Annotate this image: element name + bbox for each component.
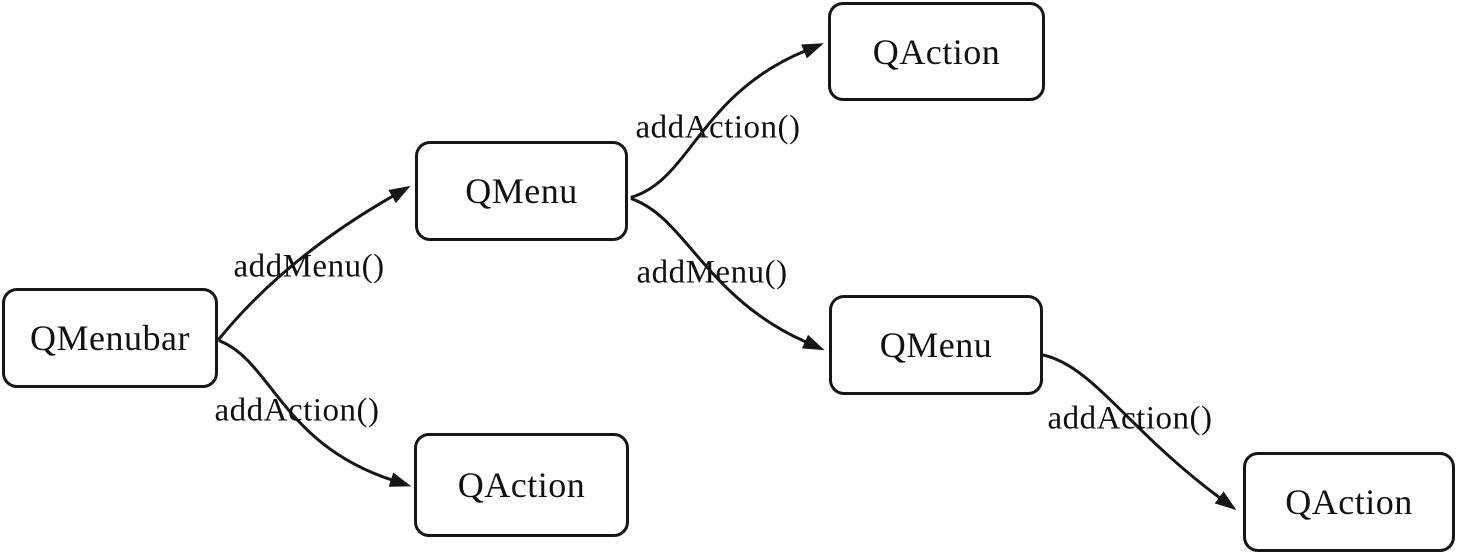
- node-qaction-bottom-right: QAction: [1243, 452, 1455, 552]
- node-qmenubar: QMenubar: [2, 288, 218, 388]
- node-label-qaction-top: QAction: [872, 31, 1001, 72]
- edge-label-menubar-addmenu: addMenu(): [233, 248, 385, 285]
- edge-label-menubar-addaction: addAction(): [214, 392, 380, 429]
- node-label-qmenubar: QMenubar: [30, 318, 190, 358]
- edge-label-menu1-addmenu: addMenu(): [636, 254, 788, 291]
- node-label-qmenu-1: QMenu: [465, 171, 578, 211]
- node-label-qaction-bottom-right: QAction: [1285, 482, 1413, 522]
- node-qmenu-1: QMenu: [415, 141, 628, 241]
- edge-arrow-menubar-addaction: [218, 339, 412, 487]
- edge-arrow-menu2-addaction: [1041, 353, 1237, 511]
- node-qmenu-2: QMenu: [829, 295, 1043, 395]
- node-qaction-top: QAction: [828, 2, 1045, 101]
- node-qaction-middle: QAction: [414, 433, 629, 537]
- edge-label-menu2-addaction: addAction(): [1047, 400, 1213, 437]
- edge-label-menu1-addaction: addAction(): [635, 109, 801, 146]
- edge-arrow-menubar-addmenu: [217, 185, 411, 341]
- edge-arrow-menu1-addaction: [630, 43, 824, 199]
- edge-arrow-menu1-addmenu: [630, 197, 825, 351]
- node-label-qmenu-2: QMenu: [879, 325, 993, 365]
- node-label-qaction-middle: QAction: [457, 465, 586, 505]
